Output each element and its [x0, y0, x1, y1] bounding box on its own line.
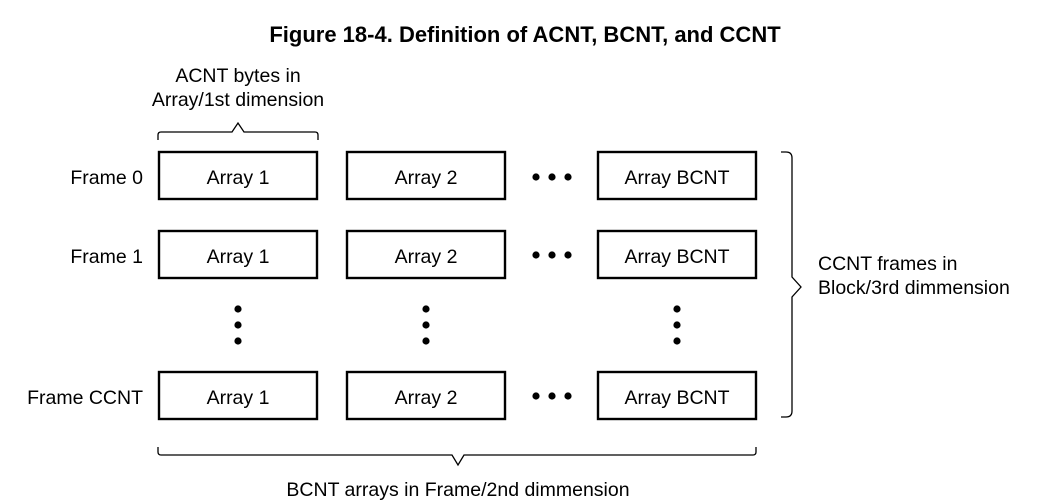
- array-label: Array 1: [207, 246, 270, 268]
- frame-row-1: Frame 1 Array 1 Array 2 Array BCNT: [70, 229, 758, 280]
- array-box: [157, 150, 319, 201]
- acnt-brace: [157, 121, 319, 140]
- array-box: [157, 370, 319, 421]
- acnt-label-line2: Array/1st dimension: [152, 89, 324, 111]
- bcnt-label: BCNT arrays in Frame/2nd dimmension: [286, 479, 629, 500]
- array-box: [345, 229, 507, 280]
- figure-title: Figure 18-4. Definition of ACNT, BCNT, a…: [269, 22, 781, 47]
- array-box: [596, 229, 758, 280]
- vertical-ellipsis: [234, 305, 242, 345]
- array-label: Array BCNT: [624, 167, 729, 189]
- acnt-label-line1: ACNT bytes in: [175, 65, 300, 87]
- array-label: Array BCNT: [624, 387, 729, 409]
- array-label: Array 2: [395, 167, 458, 189]
- ccnt-brace: [781, 151, 802, 418]
- horizontal-ellipsis: [532, 173, 572, 181]
- array-label: Array BCNT: [624, 246, 729, 268]
- ccnt-label-line2: Block/3rd dimmension: [818, 277, 1010, 299]
- array-box: [345, 150, 507, 201]
- vertical-ellipsis: [422, 305, 430, 345]
- frame-label: Frame 0: [70, 167, 143, 189]
- array-box: [596, 370, 758, 421]
- array-label: Array 2: [395, 387, 458, 409]
- frame-row-ccnt: Frame CCNT Array 1 Array 2 Array BCNT: [27, 370, 758, 421]
- horizontal-ellipsis: [532, 392, 572, 400]
- array-label: Array 1: [207, 167, 270, 189]
- array-label: Array 2: [395, 246, 458, 268]
- ccnt-label-line1: CCNT frames in: [818, 253, 957, 275]
- bcnt-brace: [157, 447, 757, 467]
- frame-label: Frame CCNT: [27, 387, 143, 409]
- frame-row-0: Frame 0 Array 1 Array 2 Array BCNT: [70, 150, 758, 201]
- array-box: [345, 370, 507, 421]
- frame-label: Frame 1: [70, 246, 143, 268]
- array-label: Array 1: [207, 387, 270, 409]
- array-box: [596, 150, 758, 201]
- array-box: [157, 229, 319, 280]
- horizontal-ellipsis: [532, 251, 572, 259]
- vertical-ellipsis: [673, 305, 681, 345]
